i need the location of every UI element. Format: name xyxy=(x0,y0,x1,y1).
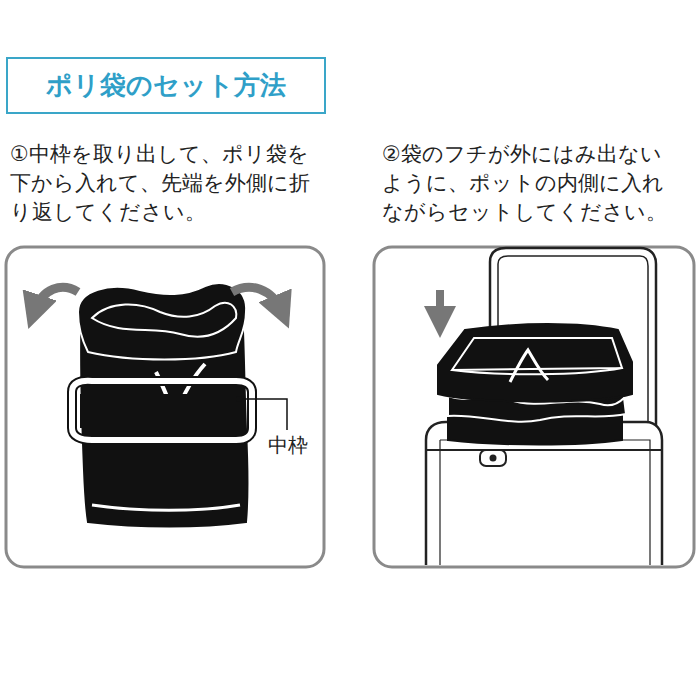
pot-illustration xyxy=(426,248,662,565)
step-text: ②袋のフチが外にはみ出ないように、ポットの内側に入れながらセットしてください。 xyxy=(382,140,682,227)
leader-line xyxy=(242,399,287,430)
panel-frame xyxy=(6,247,324,567)
bag-illustration xyxy=(34,283,287,526)
heading: ポリ袋のセット方法 xyxy=(46,68,286,103)
part-label: 中枠 xyxy=(266,432,310,459)
title-frame xyxy=(7,58,325,113)
step-text: ①中枠を取り出して、ポリ袋を下から入れて、先端を外側に折り返してください。 xyxy=(10,140,310,227)
panel-frame xyxy=(374,247,694,567)
